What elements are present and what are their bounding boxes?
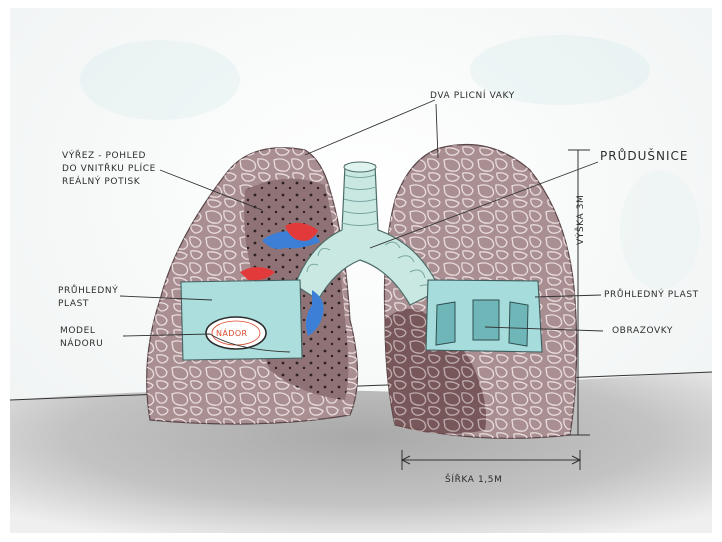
label-bronchi: PRŮDUŠNICE	[600, 150, 688, 163]
label-width: ŠÍŘKA 1,5m	[445, 474, 502, 487]
label-screens: OBRAZOVKY	[612, 325, 673, 338]
screens	[436, 300, 528, 346]
label-clear-plastic-right: PRŮHLEDNÝ PLAST	[604, 289, 699, 302]
label-clear-plastic-left: PRŮHLEDNÝ PLAST	[58, 285, 118, 311]
label-lung-sacs: DVA PLICNÍ VAKY	[430, 90, 515, 103]
label-tumor-model: MODEL NÁDORU	[60, 325, 103, 351]
label-tumor: NÁDOR	[216, 327, 247, 340]
label-height: VÝŠKA 3m	[575, 195, 588, 245]
label-cutaway: VÝŘEZ - POHLED DO VNITŘKU PLÍCE REÁLNÝ P…	[62, 150, 156, 189]
